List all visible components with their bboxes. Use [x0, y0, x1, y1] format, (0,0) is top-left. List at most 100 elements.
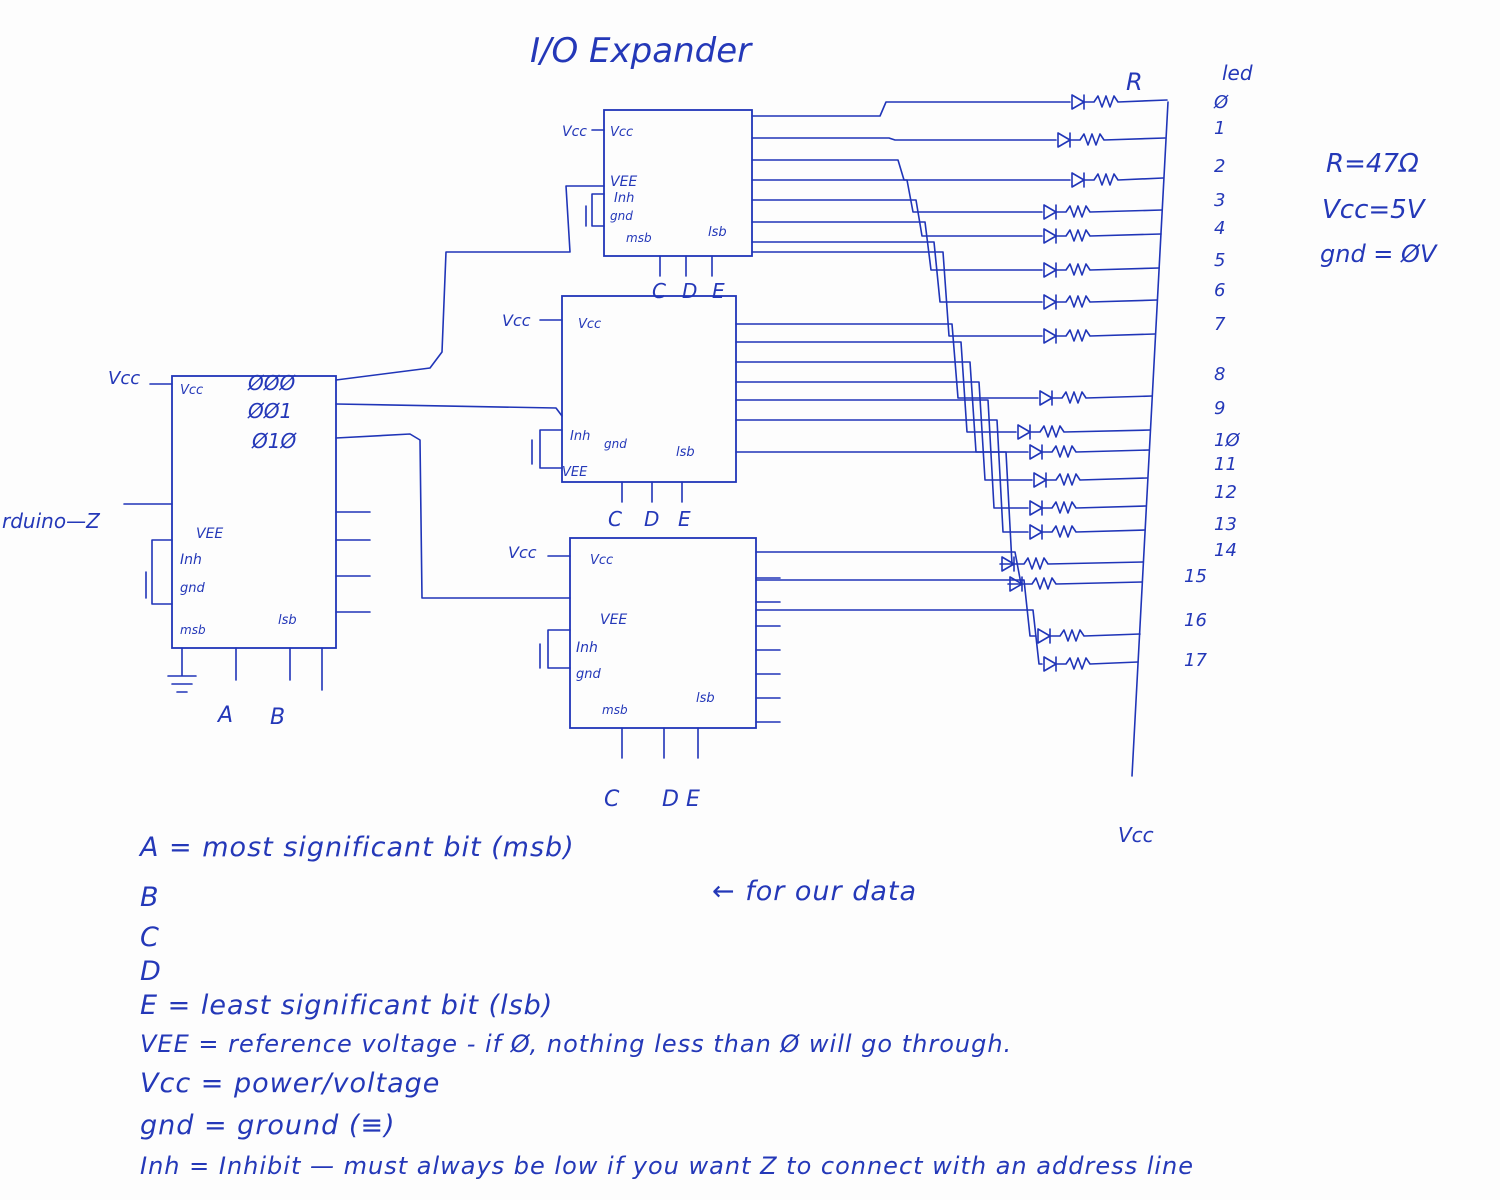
- resistor-symbol: [1013, 557, 1144, 570]
- top-chip-label-d: D: [682, 279, 697, 303]
- led-row: [751, 199, 1162, 244]
- bottom-chip-outer-vcc: Vcc: [508, 543, 537, 562]
- bottom-chip-pin-vcc: Vcc: [590, 553, 613, 568]
- bottom-chip-label-e: E: [686, 787, 700, 812]
- led-diode-symbol: [1043, 656, 1057, 672]
- output-wire: [751, 251, 1043, 337]
- led-diode-symbol: [1057, 132, 1071, 148]
- output-wire: [735, 341, 1017, 433]
- led-output-rows: [735, 94, 1168, 672]
- led-number: 8: [1214, 364, 1225, 385]
- middle-chip-pin-gnd: gnd: [604, 437, 627, 451]
- resistor-symbol: [1049, 629, 1141, 642]
- led-row: [735, 419, 1146, 540]
- led-row: [755, 579, 1141, 644]
- led-diode-symbol: [1029, 524, 1043, 540]
- led-diode-symbol: [1043, 204, 1057, 220]
- top-chip-pin-gnd: gnd: [610, 209, 633, 223]
- diagram-title: I/O Expander: [530, 31, 753, 71]
- led-number: 17: [1184, 650, 1207, 671]
- resistor-symbol: [1055, 205, 1163, 218]
- resistor-symbol: [1055, 329, 1156, 342]
- led-number: 4: [1214, 218, 1225, 239]
- resistor-symbol: [1083, 173, 1164, 186]
- led-row: [755, 609, 1139, 672]
- led-row: [751, 179, 1163, 220]
- led-row: [735, 399, 1147, 516]
- led-row: [735, 341, 1151, 440]
- led-row: [735, 451, 1144, 572]
- resistor-symbol: [1029, 425, 1151, 438]
- output-wire: [735, 419, 1029, 533]
- main-chip-pin-inh: Inh: [180, 552, 202, 568]
- main-chip-binary-row-3: Ø1Ø: [251, 429, 297, 453]
- legend-line-e: E = least significant bit (lsb): [140, 990, 554, 1021]
- top-chip-outer-vcc: Vcc: [562, 124, 587, 140]
- resistor-symbol: [1055, 263, 1160, 276]
- resistor-symbol: [1055, 657, 1139, 670]
- legend-line-a: A = most significant bit (msb): [140, 832, 575, 863]
- output-wire: [755, 551, 1022, 585]
- top-chip-pin-vcc: Vcc: [610, 125, 633, 140]
- led-row: [735, 361, 1150, 460]
- top-multiplexer-chip: Vcc Vcc VEE Inh gnd msb lsb C D E: [562, 109, 753, 303]
- middle-multiplexer-chip: Vcc Vcc Inh gnd VEE lsb C D E: [502, 295, 737, 531]
- output-wire: [735, 381, 1033, 481]
- resistor-symbol: [1041, 525, 1146, 538]
- led-diode-symbol: [1043, 294, 1057, 310]
- output-wire: [735, 361, 1029, 453]
- resistor-symbol: [1055, 295, 1158, 308]
- led-diode-symbol: [1033, 472, 1047, 488]
- led-diode-symbol: [1043, 328, 1057, 344]
- led-row: [751, 251, 1156, 344]
- main-chip-pin-msb: msb: [180, 623, 206, 637]
- data-note: ← for our data: [712, 876, 918, 907]
- top-chip-lsb: lsb: [708, 225, 727, 240]
- top-chip-pin-vee: VEE: [610, 174, 637, 190]
- middle-chip-body: [561, 295, 737, 483]
- legend-line-b: B: [140, 882, 160, 913]
- led-row: [735, 381, 1148, 488]
- top-chip-body: [603, 109, 753, 257]
- bottom-chip-label-d: D: [662, 787, 679, 812]
- top-chip-pin-msb: msb: [626, 231, 652, 245]
- spec-resistance: R=47Ω: [1326, 149, 1419, 179]
- main-chip-label-a: A: [216, 703, 233, 728]
- resistor-symbol: [1041, 501, 1147, 514]
- resistor-symbol: [1055, 229, 1162, 242]
- main-chip-binary-row-1: ØØØ: [247, 371, 296, 395]
- resistor-symbol: [1021, 577, 1143, 590]
- main-chip-lsb: lsb: [278, 613, 297, 628]
- main-chip-pin-vcc: Vcc: [180, 383, 203, 398]
- top-chip-pin-inh: Inh: [614, 191, 634, 206]
- bottom-chip-body: [569, 537, 757, 729]
- top-chip-label-e: E: [712, 279, 725, 303]
- led-diode-symbol: [1043, 228, 1057, 244]
- led-row: [751, 241, 1158, 310]
- vcc-bus-label: Vcc: [1118, 823, 1154, 847]
- middle-chip-outer-vcc: Vcc: [502, 311, 531, 330]
- output-wire: [751, 137, 1057, 141]
- led-number: 5: [1214, 250, 1225, 271]
- resistor-label: R: [1126, 68, 1143, 96]
- led-diode-symbol: [1071, 172, 1085, 188]
- bottom-chip-pin-gnd: gnd: [576, 667, 601, 682]
- led-number: 15: [1184, 566, 1207, 587]
- legend-line-vcc: Vcc = power/voltage: [140, 1068, 441, 1099]
- led-number: 14: [1214, 540, 1237, 561]
- led-number: Ø: [1213, 92, 1229, 113]
- output-wire: [735, 323, 1039, 399]
- output-wire: [751, 199, 1043, 237]
- legend-line-vee: VEE = reference voltage - if Ø, nothing …: [140, 1030, 1013, 1058]
- led-number: 1: [1214, 118, 1225, 139]
- main-multiplexer-chip: Vcc rduino—Z Vcc VEE Inh gnd msb lsb ØØØ…: [2, 368, 371, 730]
- led-number: 2: [1214, 156, 1225, 177]
- middle-chip-label-c: C: [608, 507, 622, 531]
- main-chip-pin-vee: VEE: [196, 526, 223, 542]
- main-chip-label-b: B: [270, 705, 285, 730]
- led-number: 11: [1214, 454, 1237, 475]
- led-row: [751, 132, 1166, 148]
- spec-gnd: gnd = ØV: [1320, 240, 1438, 268]
- led-number: 3: [1214, 190, 1225, 211]
